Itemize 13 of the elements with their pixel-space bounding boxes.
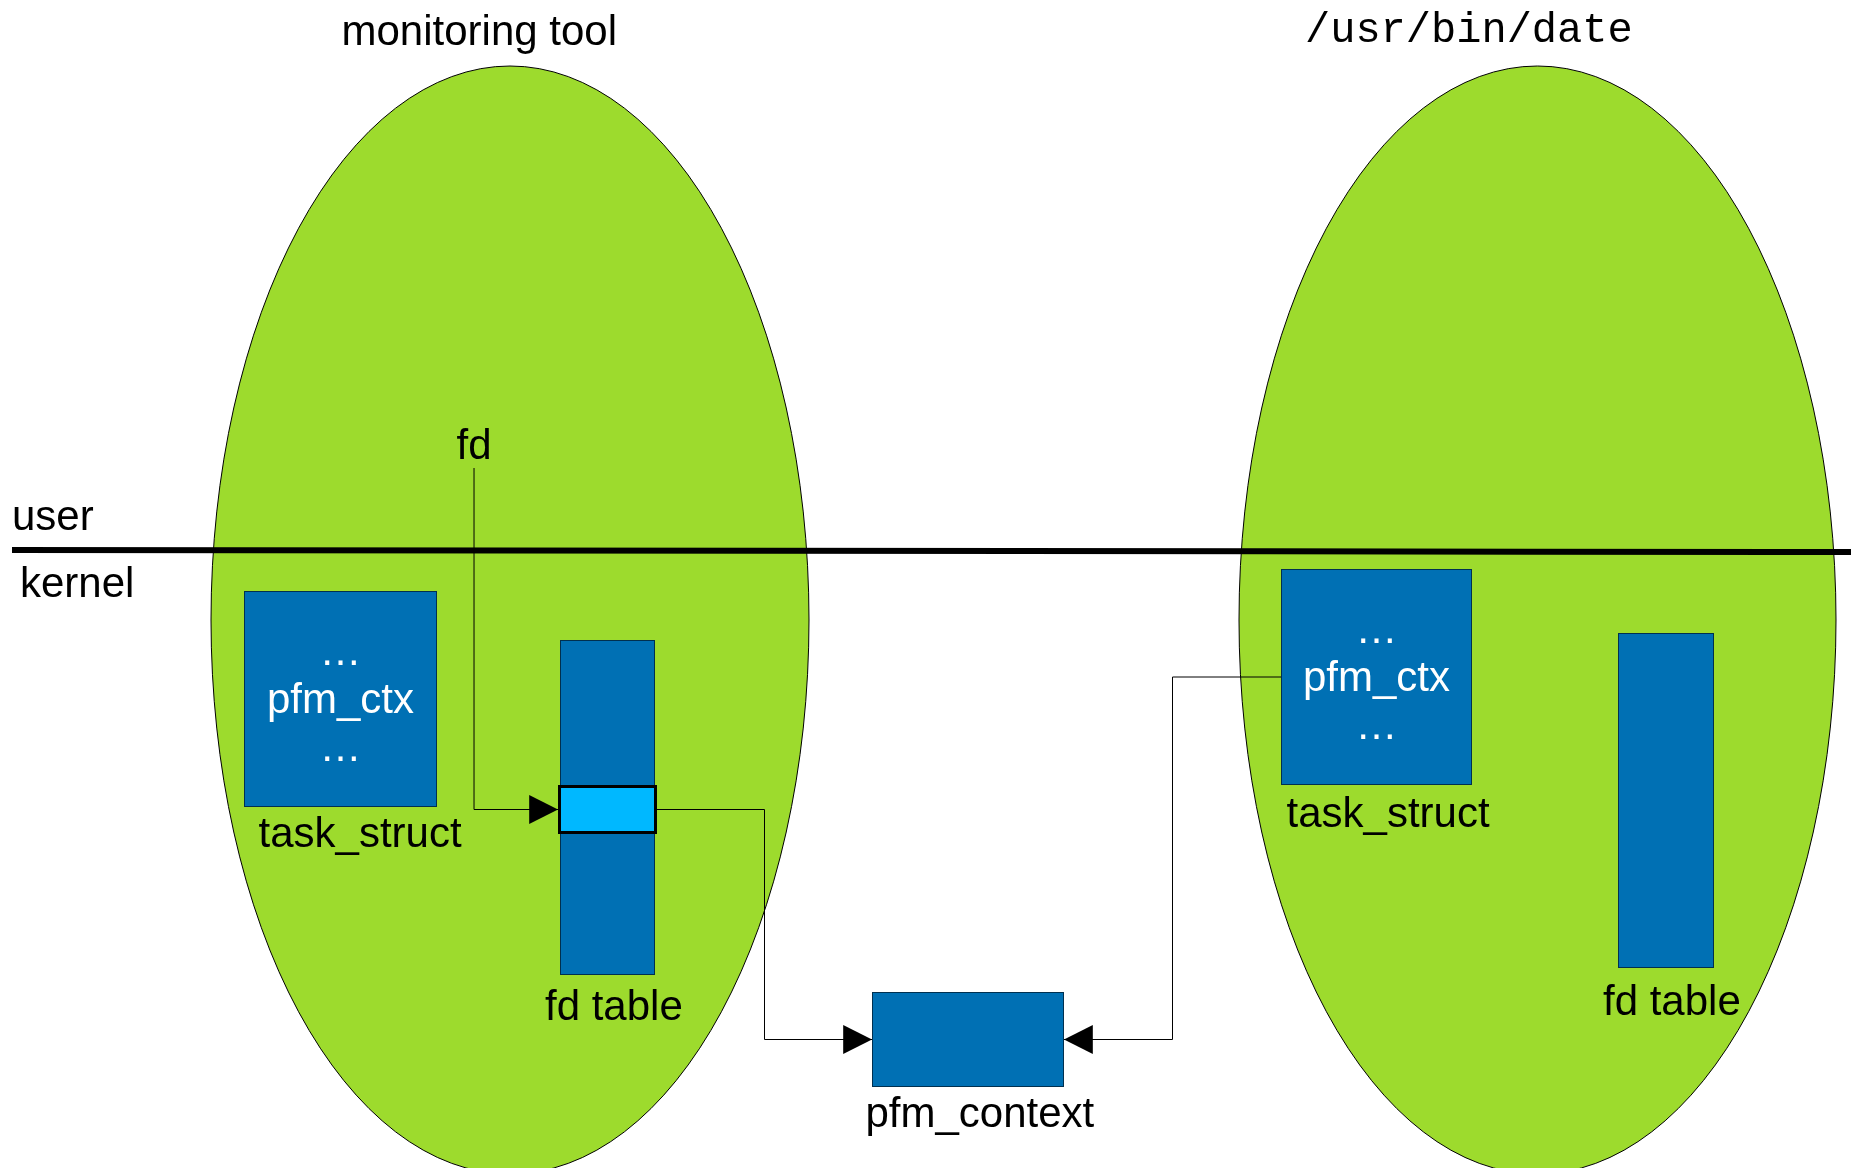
struct-label: pfm_context bbox=[865, 1092, 1095, 1134]
process-title: /usr/bin/date bbox=[1305, 10, 1633, 52]
struct-label: task_struct bbox=[1286, 792, 1490, 834]
struct-label: task_struct bbox=[258, 812, 462, 854]
process-title: monitoring tool bbox=[341, 10, 617, 52]
table-entry bbox=[558, 785, 657, 834]
table-label: fd table bbox=[545, 985, 683, 1027]
layer-label: user bbox=[12, 495, 94, 537]
table-label: fd table bbox=[1603, 980, 1741, 1022]
field-list: … pfm_ctx … bbox=[1302, 604, 1450, 750]
variable-label: fd bbox=[456, 424, 492, 466]
layer-label: kernel bbox=[20, 562, 135, 604]
field-list: … pfm_ctx … bbox=[266, 626, 414, 772]
